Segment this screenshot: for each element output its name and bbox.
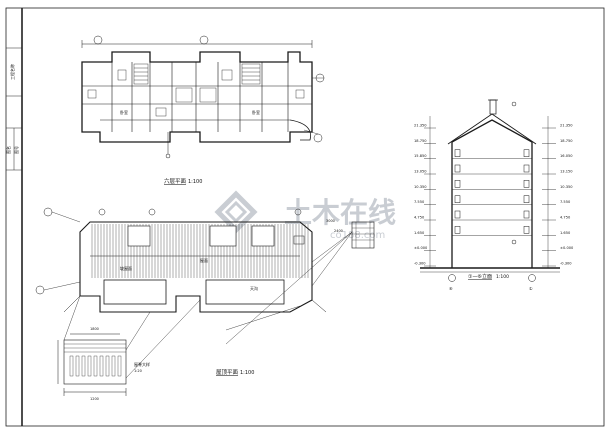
- roof-plan-labels: 屋面 坡屋面 天沟 3000 2400 1800 1200 屋脊大样 1:20 …: [90, 219, 343, 401]
- elevation-label: 16.050: [560, 154, 573, 158]
- elevation-label: 18.750: [560, 139, 573, 143]
- window: [454, 180, 461, 188]
- axis-label: ①: [529, 286, 533, 291]
- window: [523, 210, 530, 219]
- plan-title: 六层平面: [164, 177, 187, 185]
- axis-label: ⑥: [449, 286, 453, 291]
- detail-member: [81, 355, 86, 377]
- elevation-label: 18.750: [414, 139, 427, 143]
- roof-dim: 3000: [326, 219, 335, 223]
- window: [454, 195, 461, 203]
- drawing-frame: [5, 7, 605, 427]
- roof-dim: 2400: [334, 229, 343, 233]
- detail-member: [117, 355, 122, 377]
- section-labels: 21.350 18.750 15.850 13.050 10.350 7.550 4.750…: [414, 124, 574, 292]
- elevation-label: -0.300: [560, 262, 572, 266]
- section-scale: 1:100: [496, 274, 509, 280]
- elevation-label: 21.350: [414, 124, 427, 128]
- floor-plan-top: [81, 35, 325, 159]
- window: [454, 164, 461, 173]
- plan-scale: 1:100: [240, 370, 254, 376]
- detail-member: [87, 355, 92, 377]
- detail-member: [105, 355, 110, 377]
- elevation-label: 10.350: [414, 185, 427, 189]
- watermark-url: co188.com: [330, 230, 385, 241]
- elevation-label: 4.750: [560, 216, 571, 220]
- elevation-label: 13.050: [414, 170, 427, 174]
- elevation-label: 10.350: [560, 185, 573, 189]
- watermark: 土木在线 co188.com: [214, 190, 396, 241]
- detail-member: [69, 355, 74, 377]
- elevation-label: 7.550: [560, 200, 571, 204]
- title-block-text: 工程名称 图名 图号: [5, 64, 19, 154]
- elevation-label: ±0.000: [560, 246, 574, 250]
- window: [523, 164, 530, 173]
- room-label: 卧室: [120, 109, 128, 115]
- elevation-label: 15.850: [414, 154, 427, 158]
- detail-member: [99, 355, 104, 377]
- elevation-label: 7.550: [414, 200, 425, 204]
- window: [454, 226, 461, 234]
- watermark-text: 土木在线: [284, 196, 396, 229]
- elevation-label: 21.350: [560, 124, 573, 128]
- plan-title: 屋顶平面: [216, 369, 239, 376]
- window: [523, 180, 530, 188]
- elevation-label: 1.650: [560, 231, 571, 235]
- section-view: [420, 99, 560, 282]
- elevation-label: 13.150: [560, 170, 573, 174]
- plan-scale: 1:100: [188, 179, 202, 185]
- title-block-label: 图名: [5, 146, 11, 154]
- detail-member: [93, 355, 98, 377]
- elevation-label: 1.650: [414, 231, 425, 235]
- detail-member: [75, 355, 80, 377]
- roof-label: 屋面: [200, 257, 208, 263]
- roof-dim: 1800: [90, 327, 99, 331]
- section-title: ①—⑥立面: [468, 273, 492, 280]
- window: [523, 226, 530, 234]
- roof-plan: [35, 207, 375, 396]
- detail-member: [111, 355, 116, 377]
- roof-label: 天沟: [250, 285, 258, 291]
- detail-scale: 1:20: [134, 369, 142, 373]
- roof-dim: 1200: [90, 397, 99, 401]
- window: [454, 149, 461, 157]
- room-label: 卧室: [252, 109, 260, 115]
- title-block-label: 图号: [13, 146, 19, 154]
- window: [523, 149, 530, 157]
- detail-label: 屋脊大样: [134, 361, 150, 367]
- elevation-label: 4.750: [414, 216, 425, 220]
- title-block-label: 工程名称: [9, 64, 15, 80]
- elevation-label: ±0.000: [414, 246, 428, 250]
- roof-label: 坡屋面: [120, 265, 132, 271]
- window: [523, 195, 530, 203]
- elevation-label: -0.300: [414, 262, 426, 266]
- top-plan-labels: 卧室 卧室 六层平面 1:100: [120, 109, 260, 185]
- window: [454, 210, 461, 219]
